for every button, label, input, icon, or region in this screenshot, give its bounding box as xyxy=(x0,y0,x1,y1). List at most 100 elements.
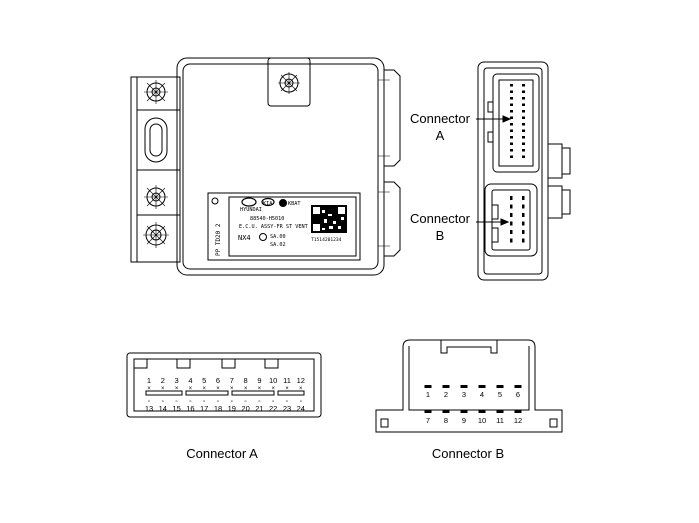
part-description: E.C.U. ASSY-FR ST VENT xyxy=(239,224,308,230)
side-pin xyxy=(522,116,525,119)
side-pin xyxy=(510,97,513,100)
side-pin xyxy=(510,84,513,87)
connector-a-pin-mark: × xyxy=(244,386,248,392)
connector-a-pin-label: 5 xyxy=(202,376,206,385)
kia-logo xyxy=(261,197,275,207)
connector-b-pin-label: 10 xyxy=(478,416,486,425)
connector-a-pin-label: 12 xyxy=(297,376,305,385)
side-pin xyxy=(522,90,525,93)
connector-a-pin-label: 20 xyxy=(241,404,249,413)
connector-a-pin-mark: ▫ xyxy=(258,399,260,405)
side-pin xyxy=(522,110,525,113)
connector-a-pin-label: 23 xyxy=(283,404,291,413)
side-pin xyxy=(510,221,513,226)
connector-b-pin xyxy=(496,410,504,413)
brand-kia: KIA xyxy=(263,201,273,207)
side-pin xyxy=(510,123,513,126)
side-pin xyxy=(510,110,513,113)
side-pin xyxy=(522,103,525,106)
connector-a-pin-label: 13 xyxy=(145,404,153,413)
connector-b-face xyxy=(375,339,563,433)
connector-b-pin xyxy=(478,385,486,388)
connector-b-callout-line1: Connector xyxy=(410,211,471,226)
connector-b-pin xyxy=(460,385,468,388)
connector-a-pin-mark: × xyxy=(147,386,151,392)
side-pin xyxy=(522,123,525,126)
connector-b-pin-label: 7 xyxy=(426,416,430,425)
side-pin xyxy=(522,129,525,132)
side-pin xyxy=(522,84,525,87)
connector-b-pin xyxy=(424,410,432,413)
certification-mark xyxy=(259,233,267,241)
connector-a-pin-label: 4 xyxy=(188,376,192,385)
connector-a-pin-mark: ▫ xyxy=(286,399,288,405)
connector-a-pin-label: 19 xyxy=(228,404,236,413)
connector-b-pin-label: 1 xyxy=(426,390,430,399)
connector-a-pin-mark: ▫ xyxy=(203,399,205,405)
connector-a-pin-label: 10 xyxy=(269,376,277,385)
part-number: 88540-H5010 xyxy=(250,216,284,222)
version-1: SA.00 xyxy=(270,234,286,240)
connector-a-pin-mark: × xyxy=(299,386,303,392)
connector-a-pin-mark: ▫ xyxy=(189,399,191,405)
connector-b-pin xyxy=(496,385,504,388)
side-pin xyxy=(510,142,513,145)
connector-a-pin-mark: ▫ xyxy=(300,399,302,405)
model-code: NX4 xyxy=(238,234,251,242)
side-pin xyxy=(522,213,525,217)
connector-b-pin-label: 4 xyxy=(480,390,484,399)
connector-a-pin-mark: × xyxy=(230,386,234,392)
connector-b-pin-label: 5 xyxy=(498,390,502,399)
connector-a-pin-label: 21 xyxy=(255,404,263,413)
connector-a-pin-mark: ▫ xyxy=(148,399,150,405)
connector-a-callout-line2: A xyxy=(436,128,445,143)
connector-a-pin-label: 9 xyxy=(257,376,261,385)
connector-b-pin xyxy=(514,385,522,388)
side-pin xyxy=(510,116,513,119)
connector-b-pin xyxy=(514,410,522,413)
side-pin xyxy=(510,155,513,158)
connector-b-pin-label: 11 xyxy=(496,416,504,425)
ecu-module xyxy=(130,57,401,276)
side-pin xyxy=(510,90,513,93)
connector-b-pin-label: 12 xyxy=(514,416,522,425)
product-label xyxy=(207,192,361,261)
connector-b-pin xyxy=(424,385,432,388)
brand-kbat: KBAT xyxy=(288,201,301,207)
connector-a-pin-mark: ▫ xyxy=(245,399,247,405)
connector-a-pin-mark: ▫ xyxy=(272,399,274,405)
connector-a-pin-mark: ▫ xyxy=(217,399,219,405)
connector-a-pin-label: 15 xyxy=(172,404,180,413)
side-pin xyxy=(510,230,513,234)
side-pin xyxy=(522,238,525,243)
side-pin xyxy=(522,142,525,145)
side-pin xyxy=(522,149,525,152)
connector-a-pin-mark: × xyxy=(285,386,289,392)
connector-a-pin-mark: ▫ xyxy=(162,399,164,405)
connector-a-caption: Connector A xyxy=(186,446,258,461)
connector-b-pin-label: 8 xyxy=(444,416,448,425)
module-side-view xyxy=(477,61,571,281)
connector-a-pin-mark: × xyxy=(258,386,262,392)
connector-a-pin-label: 7 xyxy=(230,376,234,385)
hyundai-logo xyxy=(241,197,257,207)
connector-a-pin-label: 16 xyxy=(186,404,194,413)
connector-b-caption: Connector B xyxy=(432,446,504,461)
connector-b-pin xyxy=(478,410,486,413)
connector-b-callout-line2: B xyxy=(436,228,445,243)
connector-a-pin-mark: × xyxy=(271,386,275,392)
side-pin xyxy=(510,213,513,217)
connector-b-pin-label: 9 xyxy=(462,416,466,425)
connector-a-pin-label: 14 xyxy=(159,404,167,413)
side-pin xyxy=(510,196,513,200)
connector-a-pin-mark: × xyxy=(161,386,165,392)
connector-a-pin-label: 8 xyxy=(244,376,248,385)
connector-b-socket xyxy=(484,183,538,257)
connector-b-pin xyxy=(442,410,450,413)
version-2: SA.02 xyxy=(270,242,286,248)
connector-a-pin-label: 6 xyxy=(216,376,220,385)
connector-a-pin-mark: × xyxy=(216,386,220,392)
side-pin xyxy=(510,149,513,152)
connector-a-pin-mark: × xyxy=(202,386,206,392)
